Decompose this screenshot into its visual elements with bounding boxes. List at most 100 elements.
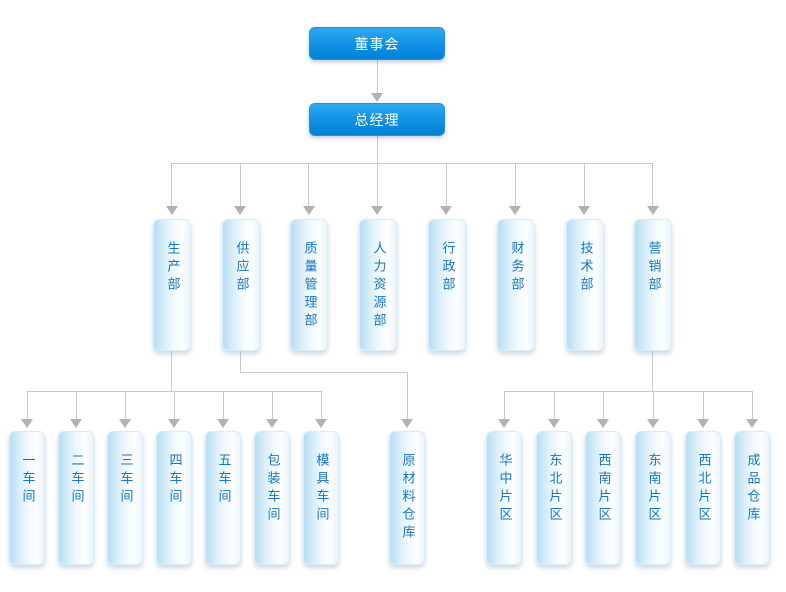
- org-node-label: 二车间: [68, 453, 84, 507]
- connector-line: [407, 372, 408, 420]
- org-node-label: 三车间: [117, 453, 133, 507]
- org-node-region-northwest[interactable]: 西北片区: [685, 431, 721, 565]
- org-node-region-central-china[interactable]: 华中片区: [486, 431, 522, 565]
- connector-line: [171, 351, 172, 391]
- org-node-label: 西南片区: [595, 453, 611, 525]
- org-node-label: 模具车间: [313, 453, 329, 525]
- org-node-label: 成品仓库: [744, 453, 760, 525]
- connector-line: [377, 136, 378, 164]
- org-node-label: 生产部: [164, 241, 180, 295]
- arrow-down-icon: [234, 206, 246, 215]
- org-node-workshop-5[interactable]: 五车间: [205, 431, 241, 565]
- org-node-workshop-3[interactable]: 三车间: [107, 431, 143, 565]
- arrow-down-icon: [647, 206, 659, 215]
- arrow-down-icon: [440, 206, 452, 215]
- arrow-down-icon: [746, 419, 758, 428]
- connector-line: [125, 391, 126, 420]
- org-node-label: 四车间: [166, 453, 182, 507]
- connector-line: [603, 391, 604, 420]
- connector-line: [321, 391, 322, 420]
- org-node-label: 包装车间: [264, 453, 280, 525]
- connector-line: [76, 391, 77, 420]
- org-node-label: 华中片区: [496, 453, 512, 525]
- connector-line: [504, 391, 505, 420]
- connector-line: [172, 163, 653, 164]
- org-node-region-southeast[interactable]: 东南片区: [635, 431, 671, 565]
- org-node-label: 西北片区: [695, 453, 711, 525]
- connector-line: [240, 163, 241, 208]
- connector-line: [653, 391, 654, 420]
- org-node-workshop-1[interactable]: 一车间: [9, 431, 45, 565]
- org-node-finance-dept[interactable]: 财务部: [497, 219, 535, 351]
- org-node-hr-dept[interactable]: 人力资源部: [359, 219, 397, 351]
- org-node-label: 总经理: [354, 112, 400, 129]
- org-node-finished-goods-warehouse[interactable]: 成品仓库: [734, 431, 770, 565]
- arrow-down-icon: [119, 419, 131, 428]
- arrow-down-icon: [315, 419, 327, 428]
- org-node-label: 质量管理部: [301, 241, 317, 331]
- arrow-down-icon: [371, 206, 383, 215]
- connector-line: [377, 60, 378, 93]
- connector-line: [652, 163, 653, 208]
- connector-line: [174, 391, 175, 420]
- org-node-packaging-workshop[interactable]: 包装车间: [254, 431, 290, 565]
- org-node-board[interactable]: 董事会: [309, 27, 445, 60]
- connector-line: [446, 163, 447, 208]
- arrow-down-icon: [217, 419, 229, 428]
- org-node-quality-dept[interactable]: 质量管理部: [290, 219, 328, 351]
- arrow-down-icon: [509, 206, 521, 215]
- connector-line: [240, 372, 408, 373]
- connector-line: [584, 163, 585, 208]
- org-node-workshop-4[interactable]: 四车间: [156, 431, 192, 565]
- org-node-label: 营销部: [645, 241, 661, 295]
- org-node-general-manager[interactable]: 总经理: [309, 103, 445, 136]
- arrow-down-icon: [498, 419, 510, 428]
- org-node-label: 董事会: [354, 36, 400, 53]
- arrow-down-icon: [548, 419, 560, 428]
- connector-line: [240, 351, 241, 372]
- org-node-workshop-2[interactable]: 二车间: [58, 431, 94, 565]
- org-node-label: 一车间: [19, 453, 35, 507]
- org-node-label: 供应部: [233, 241, 249, 295]
- org-node-supply-dept[interactable]: 供应部: [222, 219, 260, 351]
- org-node-label: 人力资源部: [370, 241, 386, 331]
- connector-line: [515, 163, 516, 208]
- org-node-marketing-dept[interactable]: 营销部: [634, 219, 672, 351]
- connector-line: [223, 391, 224, 420]
- org-node-production-dept[interactable]: 生产部: [153, 219, 191, 351]
- arrow-down-icon: [697, 419, 709, 428]
- org-node-label: 技术部: [577, 241, 593, 295]
- org-node-label: 财务部: [508, 241, 524, 295]
- org-node-region-northeast[interactable]: 东北片区: [536, 431, 572, 565]
- org-node-label: 东南片区: [645, 453, 661, 525]
- connector-line: [554, 391, 555, 420]
- org-node-label: 行政部: [439, 241, 455, 295]
- arrow-down-icon: [401, 419, 413, 428]
- connector-line: [752, 391, 753, 420]
- connector-line: [272, 391, 273, 420]
- org-node-region-southwest[interactable]: 西南片区: [585, 431, 621, 565]
- org-node-tech-dept[interactable]: 技术部: [566, 219, 604, 351]
- connector-line: [504, 391, 753, 392]
- connector-line: [308, 163, 309, 208]
- connector-line: [377, 163, 378, 208]
- arrow-down-icon: [371, 93, 383, 102]
- org-node-label: 东北片区: [546, 453, 562, 525]
- arrow-down-icon: [21, 419, 33, 428]
- arrow-down-icon: [166, 206, 178, 215]
- org-node-raw-material-warehouse[interactable]: 原材料仓库: [389, 431, 425, 565]
- connector-line: [703, 391, 704, 420]
- arrow-down-icon: [303, 206, 315, 215]
- org-node-admin-dept[interactable]: 行政部: [428, 219, 466, 351]
- arrow-down-icon: [266, 419, 278, 428]
- org-node-mold-workshop[interactable]: 模具车间: [303, 431, 339, 565]
- arrow-down-icon: [578, 206, 590, 215]
- arrow-down-icon: [597, 419, 609, 428]
- connector-line: [27, 391, 28, 420]
- connector-line: [652, 351, 653, 391]
- arrow-down-icon: [647, 419, 659, 428]
- connector-line: [171, 163, 172, 208]
- org-node-label: 五车间: [215, 453, 231, 507]
- arrow-down-icon: [168, 419, 180, 428]
